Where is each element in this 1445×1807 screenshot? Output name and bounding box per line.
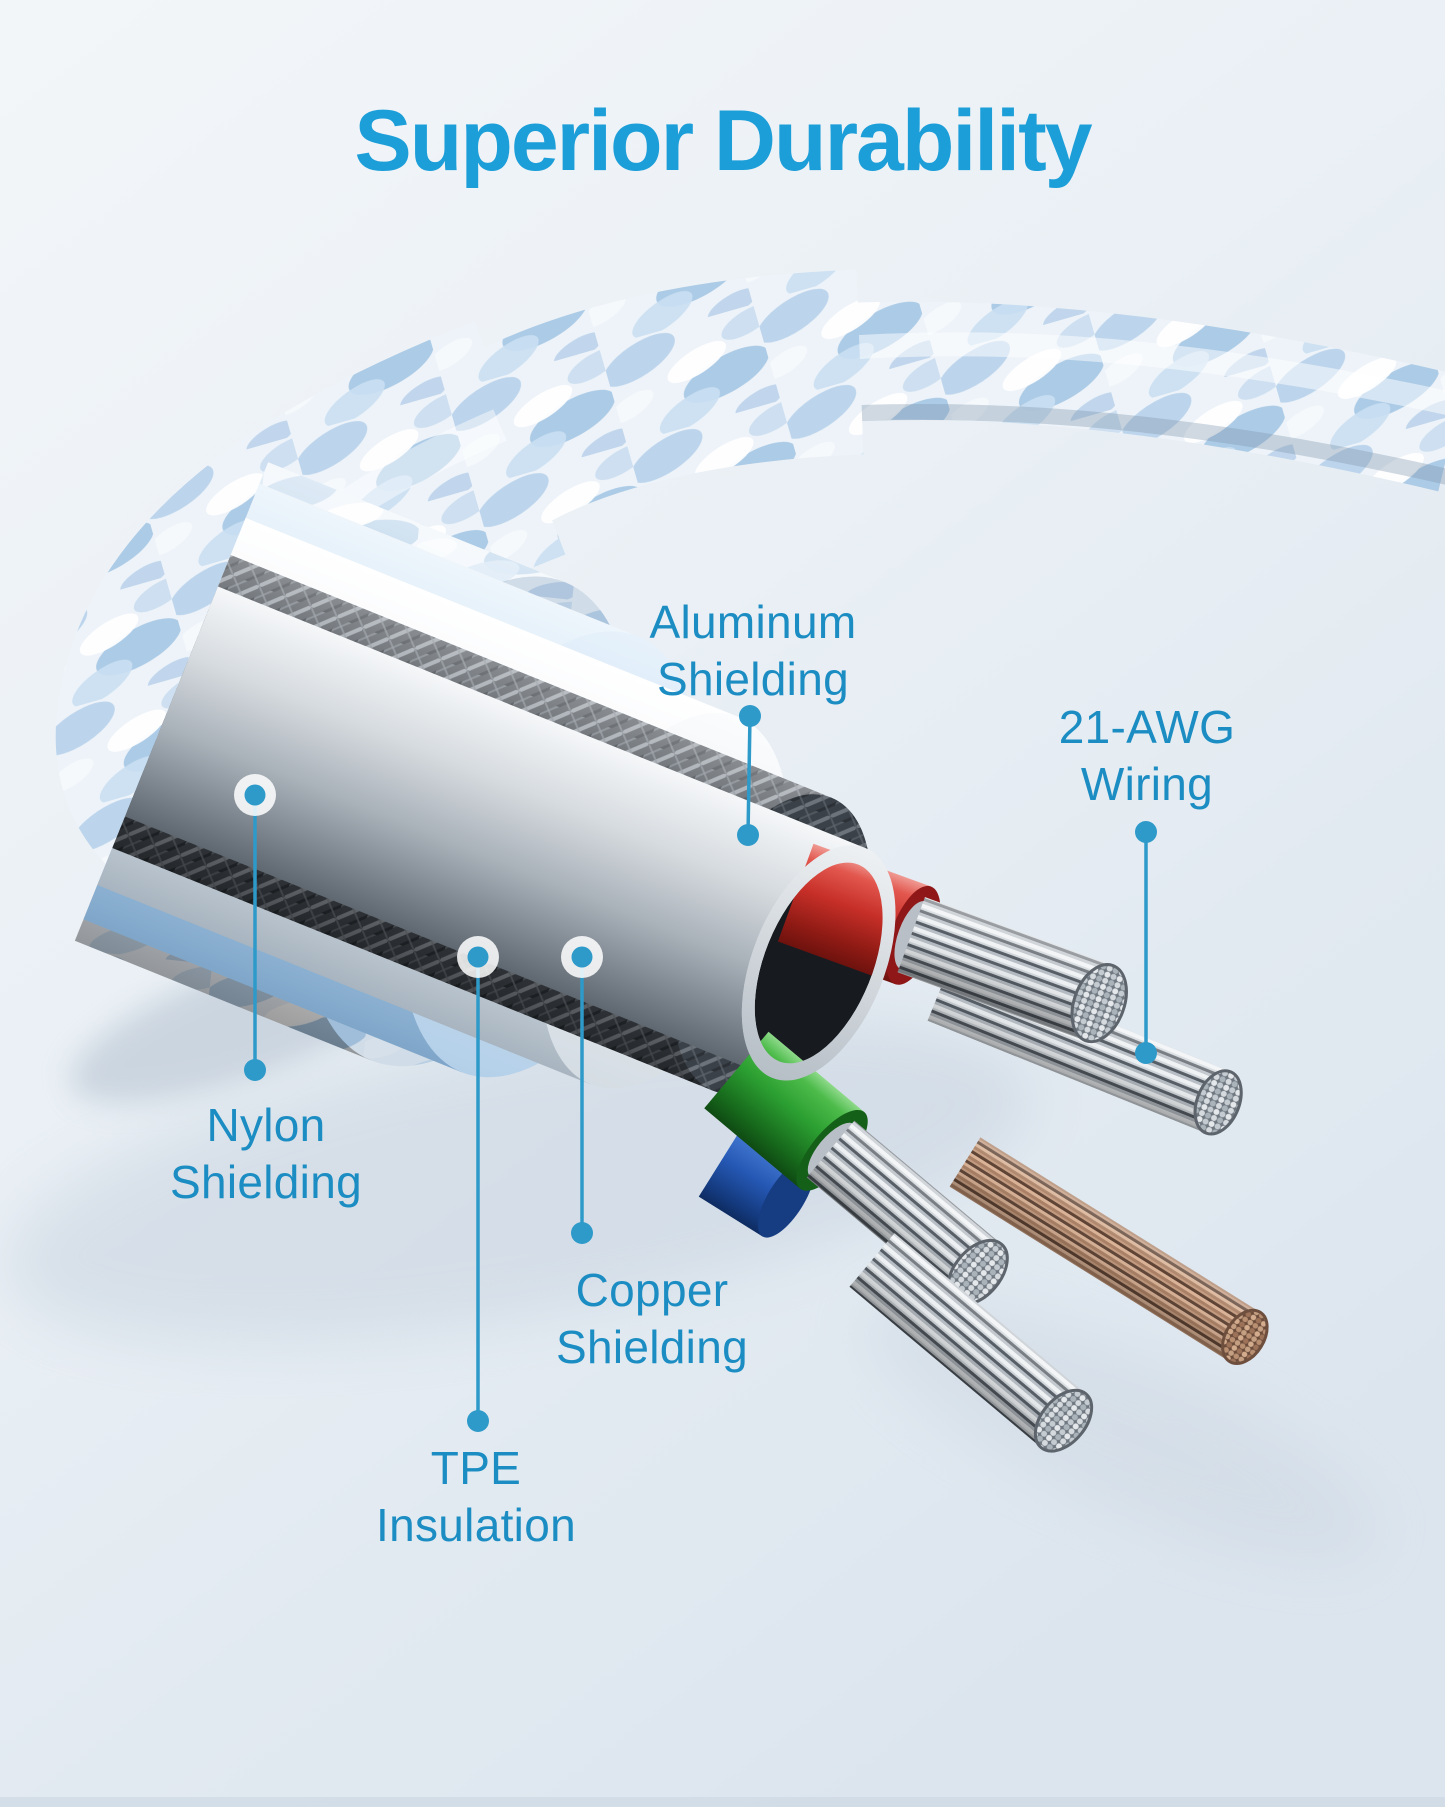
leader-awg bbox=[1135, 821, 1157, 1064]
leader-aluminum-dot-top bbox=[739, 705, 761, 727]
callout-tpe-line1: TPE bbox=[430, 1442, 522, 1494]
callout-tpe-line2: Insulation bbox=[376, 1499, 576, 1551]
strand-bundle-lower bbox=[849, 1233, 1094, 1453]
leader-nylon-dot-bottom bbox=[244, 1059, 266, 1081]
callout-copper-line2: Shielding bbox=[556, 1321, 748, 1373]
callout-awg-line2: Wiring bbox=[1080, 758, 1214, 810]
callout-aluminum-line1: Aluminum bbox=[649, 596, 857, 648]
copper-strand-bundle bbox=[949, 1137, 1269, 1365]
callout-aluminum-shielding: Aluminum Shielding bbox=[650, 594, 857, 708]
leader-copper-dot-top bbox=[571, 946, 593, 968]
leader-tpe bbox=[457, 936, 499, 1432]
callout-awg-line1: 21-AWG bbox=[1058, 701, 1236, 753]
leader-copper bbox=[561, 936, 603, 1244]
callout-aluminum-line2: Shielding bbox=[657, 653, 849, 705]
callout-copper-shielding: Copper Shielding bbox=[556, 1262, 748, 1376]
leader-nylon-dot-top bbox=[244, 784, 266, 806]
aluminum-ring-lip bbox=[741, 845, 896, 1081]
cutaway-stack bbox=[74, 462, 896, 1095]
leader-copper-dot-bottom bbox=[571, 1222, 593, 1244]
leader-aluminum bbox=[737, 705, 761, 846]
leader-tpe-dot-top bbox=[467, 946, 489, 968]
callout-copper-line1: Copper bbox=[575, 1264, 729, 1316]
callout-tpe-insulation: TPE Insulation bbox=[376, 1440, 576, 1554]
leader-nylon bbox=[234, 774, 276, 1081]
wire-green bbox=[704, 1031, 1009, 1306]
wire-red bbox=[777, 843, 1128, 1044]
leader-aluminum-dot-bottom bbox=[737, 824, 759, 846]
leader-awg-dot-bottom bbox=[1135, 1042, 1157, 1064]
callout-nylon-shielding: Nylon Shielding bbox=[170, 1097, 362, 1211]
callout-awg-wiring: 21-AWG Wiring bbox=[1059, 699, 1235, 813]
background-floor-line bbox=[0, 1797, 1445, 1807]
leader-tpe-dot-bottom bbox=[467, 1410, 489, 1432]
page-title: Superior Durability bbox=[354, 93, 1092, 189]
leader-awg-dot-top bbox=[1135, 821, 1157, 843]
callout-nylon-line2: Shielding bbox=[170, 1156, 362, 1208]
callout-nylon-line1: Nylon bbox=[206, 1099, 326, 1151]
cable-braid-mid bbox=[417, 269, 864, 540]
leader-lines bbox=[234, 705, 1157, 1432]
